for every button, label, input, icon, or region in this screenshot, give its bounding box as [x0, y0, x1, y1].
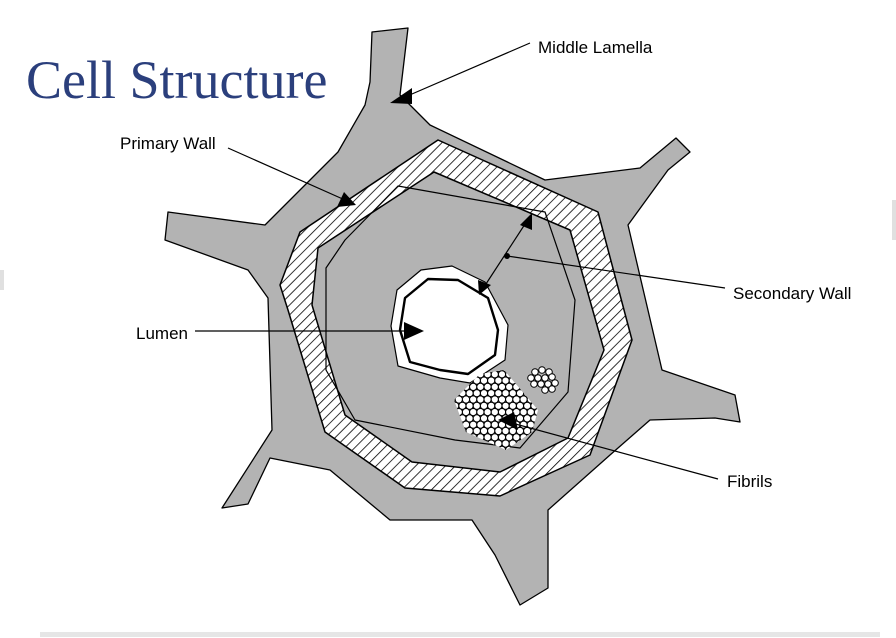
right-edge-mark [892, 200, 896, 240]
fibril-circle [551, 379, 559, 387]
label-middle-lamella: Middle Lamella [538, 38, 653, 57]
left-edge-mark [0, 270, 4, 290]
primary-wall-band [279, 139, 633, 497]
page-title: Cell Structure [26, 50, 328, 110]
fibril-circle [531, 368, 539, 376]
bottom-divider [40, 632, 880, 637]
label-lumen: Lumen [136, 324, 188, 343]
fibril-circle [530, 380, 538, 388]
label-primary-wall: Primary Wall [120, 134, 216, 153]
label-fibrils: Fibrils [727, 472, 773, 491]
secondary-wall-pointer [478, 213, 726, 295]
fibril-circle [533, 408, 538, 417]
fibril-circle [538, 366, 546, 374]
fibril-circle [494, 370, 503, 373]
fibril-circle [544, 380, 552, 388]
fibril-circle [541, 374, 549, 382]
secondary-wall-inner-layer [325, 185, 576, 449]
fibril-circle [541, 386, 549, 394]
fibril-bundle-small [527, 366, 559, 394]
primary-wall-pointer [227, 147, 356, 207]
fibrils-pointer [498, 412, 719, 480]
fibril-circle [548, 373, 556, 381]
lumen [398, 277, 500, 376]
middle-lamella-pointer [390, 42, 531, 104]
fibril-circle [537, 380, 545, 388]
fibril-circle [548, 385, 556, 393]
lumen-pointer [195, 322, 424, 340]
label-secondary-wall: Secondary Wall [733, 284, 852, 303]
